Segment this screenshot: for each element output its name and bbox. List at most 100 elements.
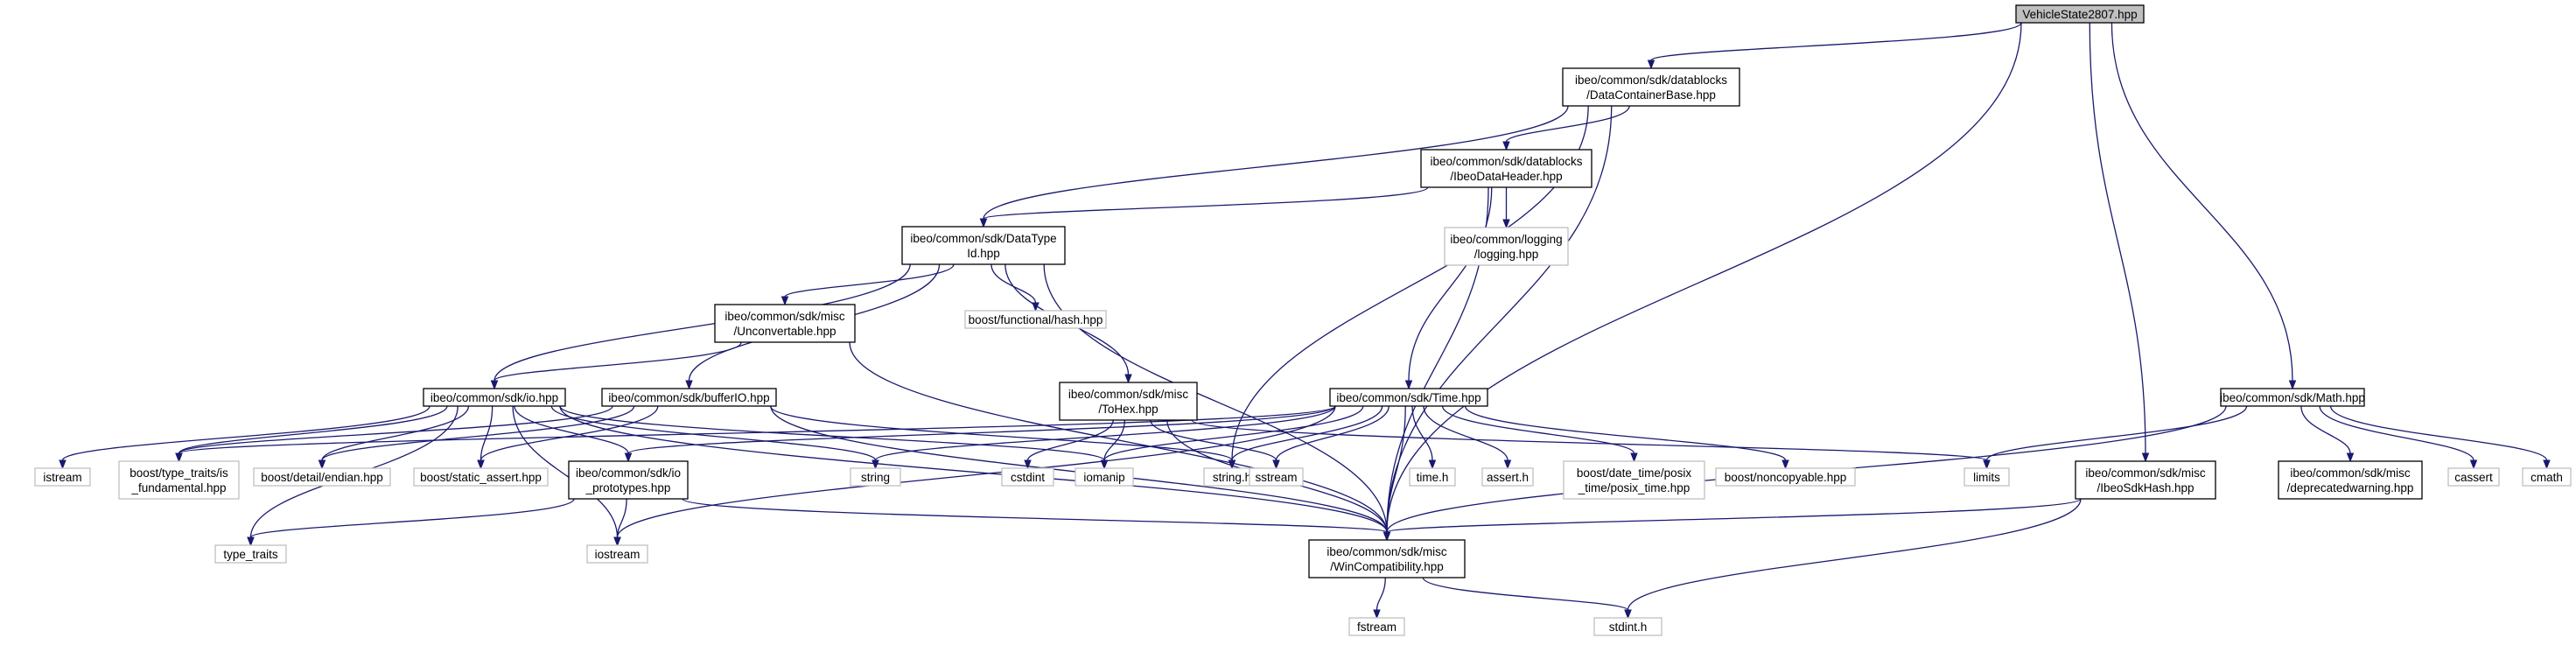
file-node-label: /logging.hpp (1474, 248, 1539, 261)
include-edge (2329, 405, 2551, 470)
file-node-label: boost/type_traits/is (130, 466, 228, 480)
file-node-box (1420, 149, 1592, 188)
file-node-wincomp[interactable]: ibeo/common/sdk/misc/WinCompatibility.hp… (1308, 539, 1466, 578)
file-node-label: Id.hpp (967, 247, 1000, 260)
file-node-label: cmath (2530, 471, 2563, 484)
node-layer: VehicleState2807.hpp ibeo/common/sdk/data… (34, 4, 2572, 636)
file-node-sdkhash[interactable]: ibeo/common/sdk/misc/IbeoSdkHash.hpp (2075, 460, 2216, 500)
file-node-vs[interactable]: VehicleState2807.hpp (2015, 4, 2145, 24)
include-edge-arrowhead (490, 380, 499, 390)
include-edge (318, 405, 635, 470)
file-node-label: ibeo/common/sdk/io.hpp (430, 391, 558, 404)
include-edge-line (1231, 405, 1383, 461)
file-node-label: ibeo/common/sdk/datablocks (1430, 155, 1582, 168)
file-node-istream: istream (34, 467, 91, 487)
file-node-box (1249, 467, 1304, 487)
include-edge (1404, 186, 1493, 390)
file-node-stdinth: stdint.h (1593, 617, 1662, 636)
include-edge-arrowhead (1228, 459, 1236, 470)
include-edge-line (874, 405, 1336, 461)
file-node-label: ibeo/common/sdk/DataType (910, 232, 1056, 245)
include-edge-arrowhead (1503, 459, 1512, 470)
file-node-label: ibeo/common/sdk/misc (1068, 388, 1189, 401)
include-edge-line (983, 105, 1569, 220)
include-edge (175, 405, 613, 463)
include-edge-line (784, 263, 955, 298)
include-edge (1373, 577, 1386, 620)
include-edge-arrowhead (59, 459, 66, 470)
file-node-idh[interactable]: ibeo/common/sdk/datablocks/IbeoDataHeade… (1420, 149, 1592, 188)
file-node-iohpp[interactable]: ibeo/common/sdk/io.hpp (423, 388, 566, 407)
file-node-box (901, 226, 1066, 265)
include-edge-line (514, 405, 629, 454)
include-edge-arrowhead (1100, 459, 1109, 470)
include-edge-line (61, 405, 430, 461)
file-node-box (568, 460, 689, 500)
include-edge (1502, 187, 1510, 229)
include-edge-arrowhead (1024, 459, 1032, 470)
include-edge-line (1191, 419, 1988, 461)
file-node-dcb[interactable]: ibeo/common/sdk/datablocks/DataContainer… (1562, 67, 1740, 107)
file-node-time[interactable]: ibeo/common/sdk/Time.hpp (1329, 388, 1488, 407)
include-edge-line (1464, 405, 1787, 461)
include-edge-line (1376, 577, 1386, 611)
file-node-iomanip: iomanip (1074, 467, 1134, 487)
include-edge-line (2110, 22, 2293, 382)
file-node-asserth: assert.h (1481, 467, 1534, 487)
file-node-label: cassert (2454, 471, 2493, 484)
file-node-label: ibeo/common/sdk/misc (724, 310, 845, 323)
file-node-label: boost/noncopyable.hpp (1725, 471, 1847, 484)
include-edge-line (1627, 498, 2082, 611)
include-edge-arrowhead (2469, 459, 2478, 470)
file-node-sassert: boost/static_assert.hpp (413, 467, 549, 487)
include-edge (990, 263, 1040, 312)
file-node-tohex[interactable]: ibeo/common/sdk/misc/ToHex.hpp (1059, 382, 1198, 421)
include-edge-arrowhead (872, 459, 879, 470)
file-node-label: /ToHex.hpp (1098, 403, 1158, 416)
file-node-fstream: fstream (1348, 617, 1405, 636)
include-edge (1422, 577, 1632, 620)
include-edge (490, 341, 742, 390)
include-edge (1411, 405, 1437, 470)
file-node-label: string (861, 471, 890, 484)
file-node-label: boost/functional/hash.hpp (969, 313, 1103, 326)
file-node-box (1074, 467, 1134, 487)
file-node-label: stdint.h (1609, 620, 1648, 634)
file-node-label: type_traits (223, 548, 278, 561)
file-node-label: boost/static_assert.hpp (420, 471, 542, 484)
file-node-cstdint: cstdint (1001, 467, 1054, 487)
include-edge-line (2329, 405, 2548, 461)
file-node-cmath: cmath (2522, 467, 2572, 487)
file-node-label: /WinCompatibility.hpp (1330, 560, 1444, 573)
include-edge-line (1103, 405, 1364, 461)
include-edge (1464, 405, 1789, 470)
file-node-iostream: iostream (586, 544, 648, 564)
include-edge-line (512, 405, 619, 538)
include-edge (1624, 498, 2082, 620)
file-node-box (1329, 388, 1488, 407)
include-edge (1100, 405, 1364, 470)
include-edge-arrowhead (624, 452, 633, 463)
file-node-box (601, 388, 777, 407)
include-edge (613, 498, 627, 547)
file-node-label: sstream (1255, 471, 1297, 484)
file-node-timeh: time.h (1409, 467, 1456, 487)
file-node-hash: boost/functional/hash.hpp (964, 310, 1107, 329)
include-edge-arrowhead (2543, 459, 2551, 470)
file-node-unconv[interactable]: ibeo/common/sdk/misc/Unconvertable.hpp (714, 304, 856, 343)
file-node-label: _time/posix_time.hpp (1578, 481, 1690, 494)
file-node-box (2075, 460, 2216, 500)
file-node-depw[interactable]: ibeo/common/sdk/misc/deprecatedwarning.h… (2278, 460, 2423, 500)
include-edge (1272, 405, 1390, 470)
file-node-box (1059, 382, 1198, 421)
file-node-label: iostream (595, 548, 640, 561)
file-node-math[interactable]: ibeo/common/sdk/Math.hpp (2220, 388, 2365, 407)
file-node-iop[interactable]: ibeo/common/sdk/io_prototypes.hpp (568, 460, 689, 500)
include-edge-arrowhead (780, 296, 789, 306)
file-node-bufio[interactable]: ibeo/common/sdk/bufferIO.hpp (601, 388, 777, 407)
include-edge-arrowhead (2288, 380, 2297, 390)
include-edge (1382, 498, 2082, 542)
include-edge-line (2089, 22, 2146, 454)
include-edge (477, 405, 659, 470)
